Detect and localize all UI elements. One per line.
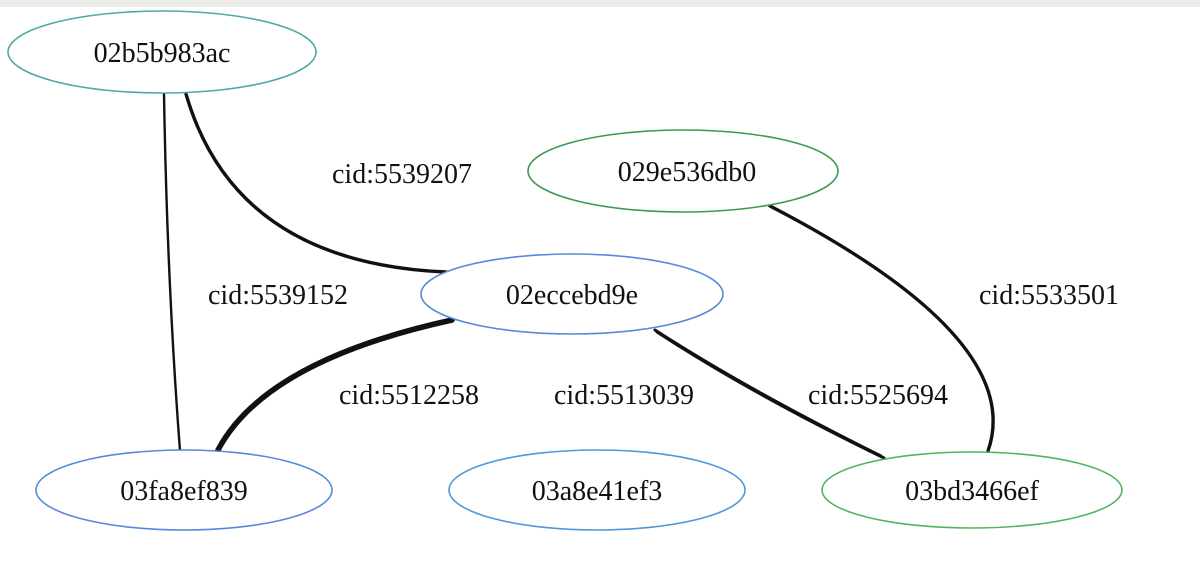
edge-label: cid:5512258 (339, 380, 479, 411)
edge-02b5b983ac-02eccebd9e (184, 92, 448, 274)
node-ellipse (420, 253, 724, 335)
edge-label: cid:5533501 (979, 280, 1119, 311)
node-label: 03a8e41ef3 (532, 476, 663, 507)
edge-label: cid:5539152 (208, 280, 348, 311)
node-02b5b983ac: 02b5b983ac (7, 10, 317, 94)
edge-02eccebd9e-03fa8ef839 (215, 317, 455, 453)
edge-label: cid:5525694 (808, 380, 948, 411)
node-label: 03fa8ef839 (120, 476, 248, 507)
node-label: 02eccebd9e (506, 280, 638, 311)
node-03a8e41ef3: 03a8e41ef3 (448, 449, 746, 531)
edge-02b5b983ac-03fa8ef839 (162, 91, 182, 453)
node-label: 02b5b983ac (94, 38, 231, 69)
node-label: 03bd3466ef (905, 476, 1039, 507)
edge-029e536db0-03bd3466ef (768, 204, 995, 453)
node-029e536db0: 029e536db0 (527, 129, 839, 213)
node-03fa8ef839: 03fa8ef839 (35, 449, 333, 531)
node-ellipse (35, 449, 333, 531)
node-ellipse (7, 10, 317, 94)
window-edge-strip (0, 0, 1200, 7)
node-ellipse (448, 449, 746, 531)
edge-label: cid:5539207 (332, 159, 472, 190)
edge-label: cid:5513039 (554, 380, 694, 411)
node-label: 029e536db0 (618, 157, 756, 188)
edge-02eccebd9e-03bd3466ef-b (655, 330, 886, 460)
node-02eccebd9e: 02eccebd9e (420, 253, 724, 335)
node-ellipse (821, 451, 1123, 529)
node-ellipse (527, 129, 839, 213)
node-03bd3466ef: 03bd3466ef (821, 451, 1123, 529)
